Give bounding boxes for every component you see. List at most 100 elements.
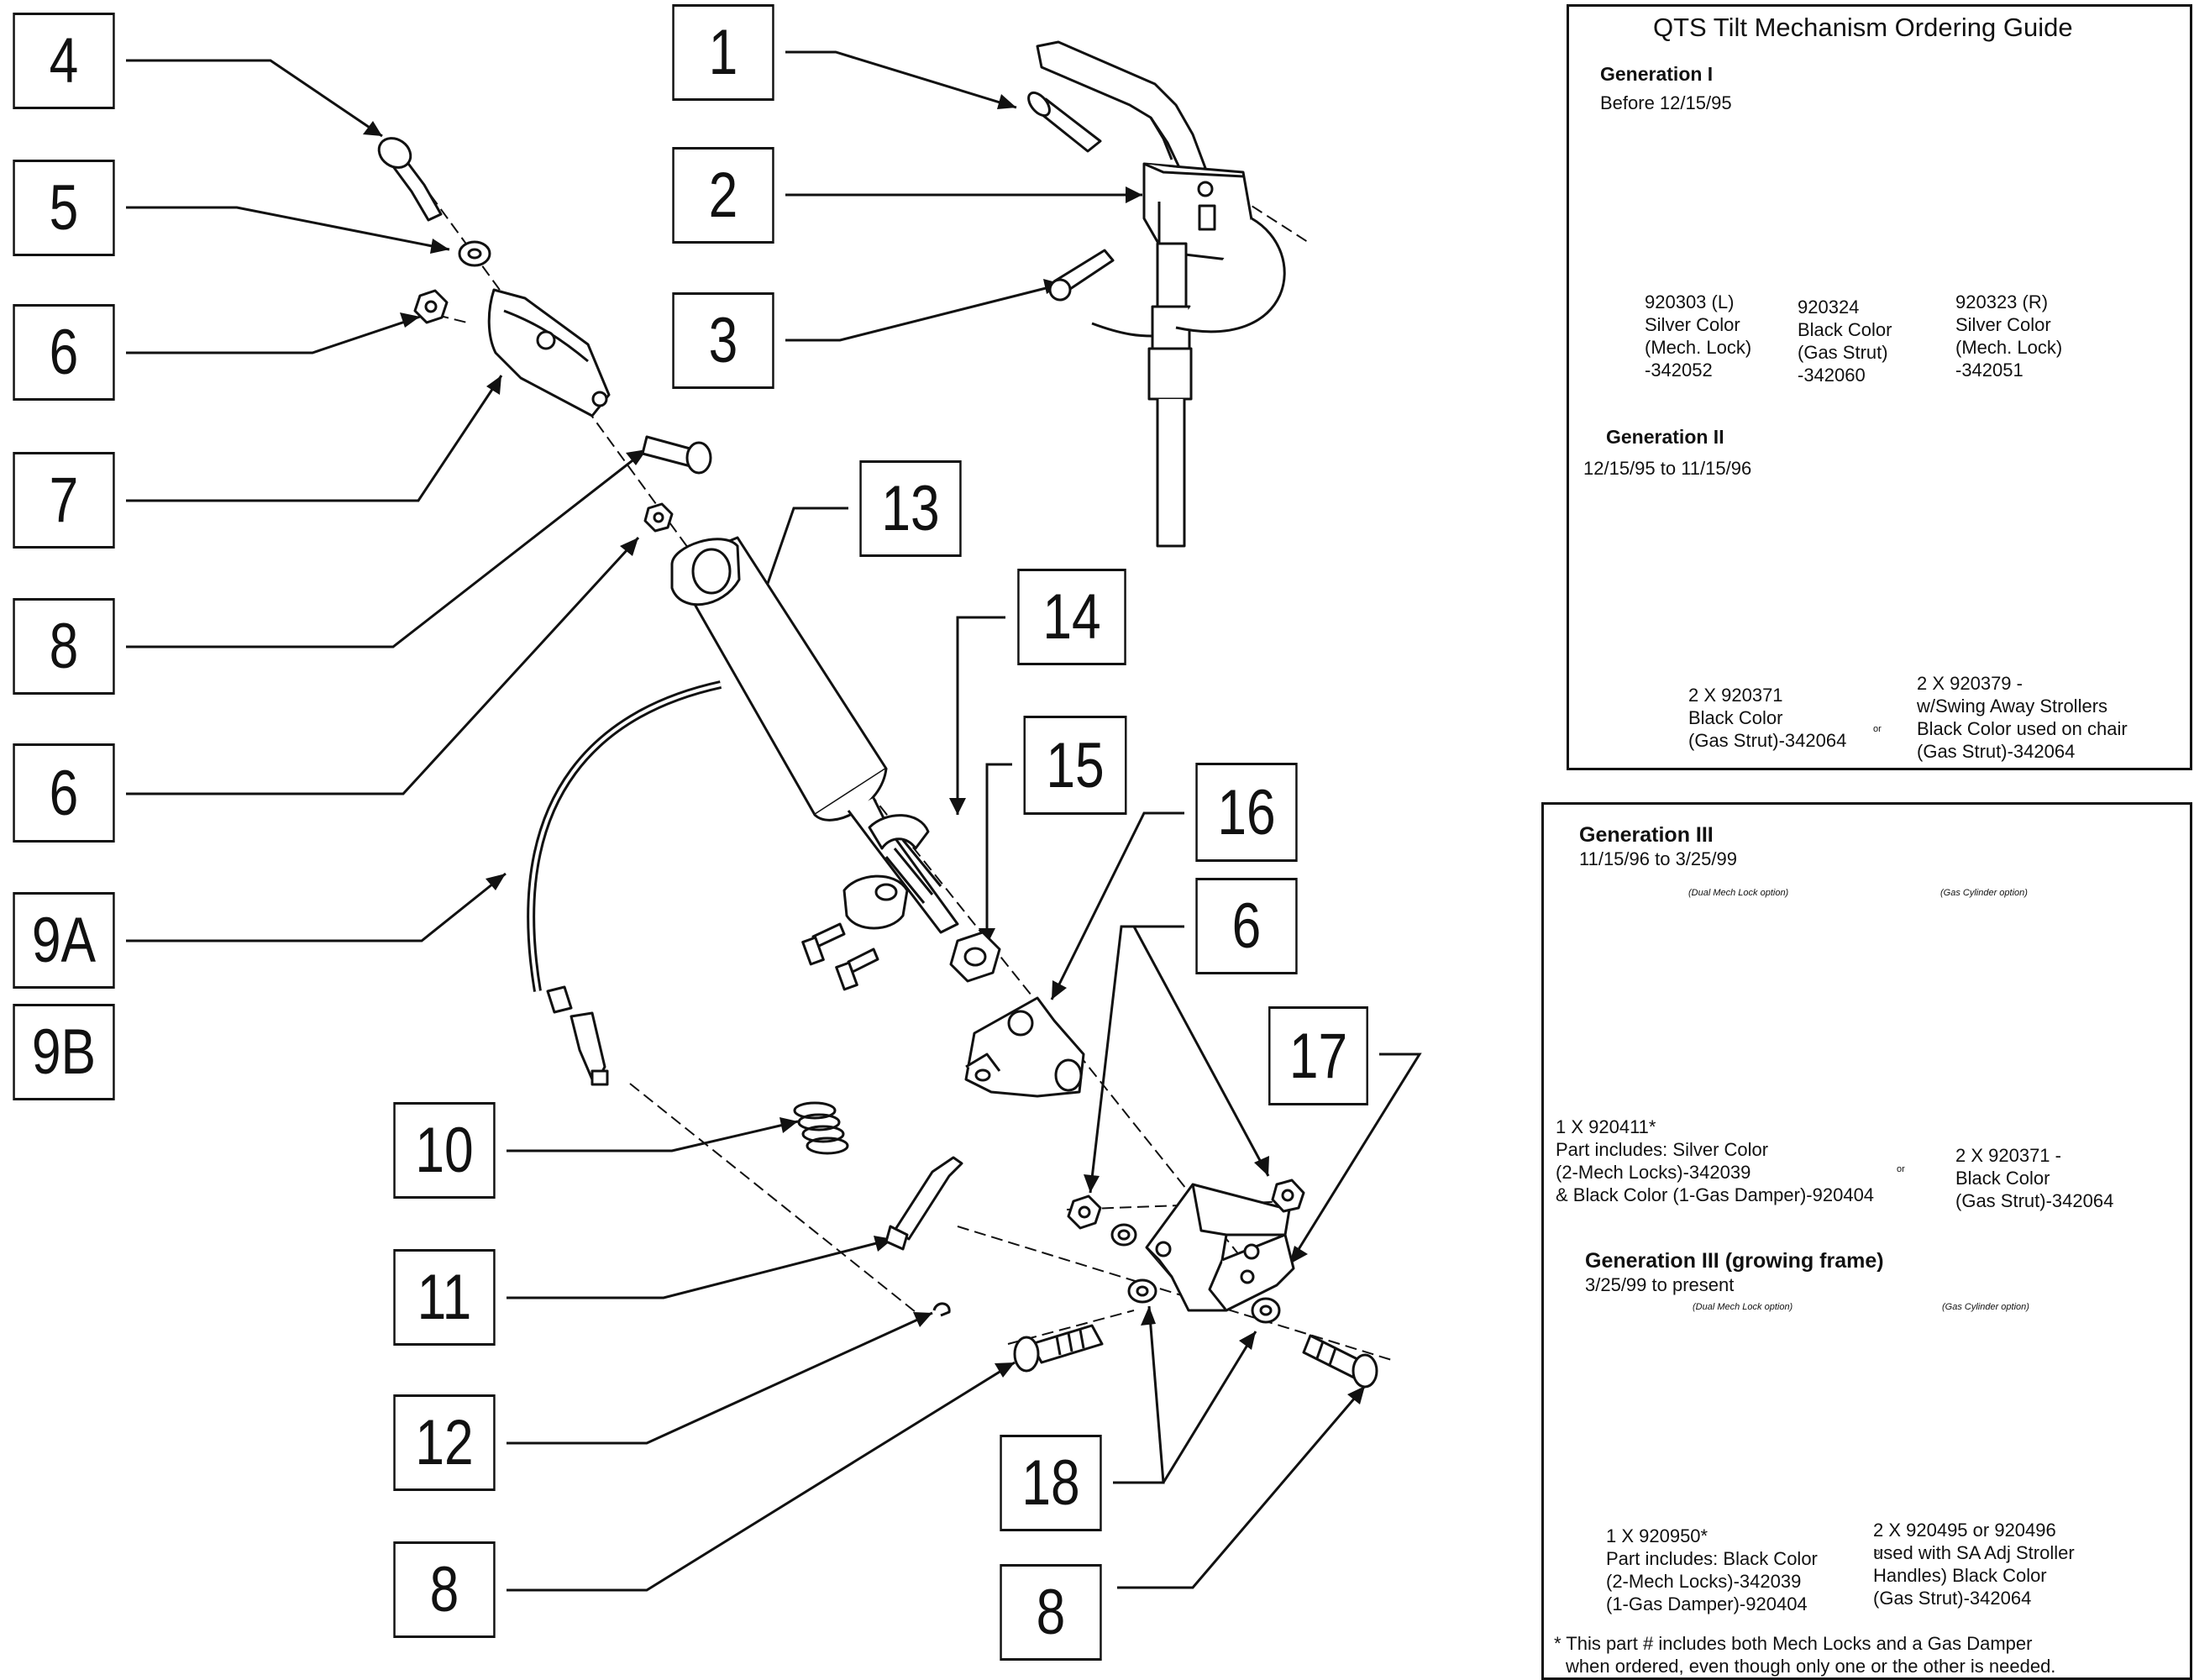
gen2-or: or	[1873, 724, 1882, 734]
footnote-line: when ordered, even though only one or th…	[1566, 1656, 2056, 1677]
gen3g-right-line: 2 X 920495 or 920496	[1873, 1520, 2056, 1541]
gen3-left-line: 1 X 920411*	[1556, 1116, 1656, 1137]
callout-3: 3	[672, 292, 774, 389]
leader-15	[985, 763, 1012, 945]
gen3-or: or	[1897, 1164, 1905, 1174]
callout-12: 12	[393, 1394, 496, 1491]
gen2-right-line: Black Color used on chair	[1917, 718, 2128, 739]
gen1-center-line: Black Color	[1798, 319, 1892, 340]
gen3g-right-part: 2 X 920495 or 920496 used with SA Adj St…	[1873, 1519, 2075, 1609]
callout-7: 7	[13, 452, 115, 549]
gen3-right-part: 2 X 920371 - Black Color (Gas Strut)-342…	[1955, 1144, 2113, 1212]
leader-8c	[1117, 1385, 1367, 1589]
gen1-right-line: Silver Color	[1955, 314, 2051, 335]
gen1-right-line: (Mech. Lock)	[1955, 337, 2063, 358]
callout-8: 8	[13, 598, 115, 695]
callout-8: 8	[1000, 1564, 1102, 1661]
washer-18b	[1127, 1278, 1157, 1304]
gen3g-right-line: used with SA Adj Stroller	[1873, 1542, 2075, 1563]
gen1-center-line: (Gas Strut)	[1798, 342, 1888, 363]
clip-12	[932, 1302, 951, 1317]
gen3g-option-right: (Gas Cylinder option)	[1942, 1302, 2029, 1312]
bracket-7	[487, 288, 611, 417]
screw-4	[377, 137, 443, 222]
gen3g-heading: Generation III (growing frame)	[1585, 1249, 1884, 1273]
gen1-left-part: 920303 (L) Silver Color (Mech. Lock) -34…	[1645, 291, 1751, 381]
gen2-left-part: 2 X 920371 Black Color (Gas Strut)-34206…	[1688, 684, 1846, 752]
nut-15	[949, 931, 1001, 983]
washer-5	[458, 240, 491, 267]
guide-title: QTS Tilt Mechanism Ordering Guide	[1653, 13, 2073, 42]
gen1-right-line: 920323 (R)	[1955, 291, 2049, 312]
ordering-guide-box-bottom	[1541, 802, 2192, 1680]
gen3-option-right: (Gas Cylinder option)	[1940, 888, 2028, 898]
gen3-right-line: 2 X 920371 -	[1955, 1145, 2061, 1166]
clamp-14	[801, 814, 930, 991]
callout-15: 15	[1023, 716, 1127, 815]
cable-end-9b	[546, 985, 609, 1086]
gen1-right-part: 920323 (R) Silver Color (Mech. Lock) -34…	[1955, 291, 2062, 381]
gen1-left-line: 920303 (L)	[1645, 291, 1735, 312]
leader-4	[126, 59, 383, 138]
gen3-heading: Generation III	[1579, 823, 1714, 847]
nut-6a	[413, 289, 449, 324]
gen1-left-line: Silver Color	[1645, 314, 1740, 335]
leader-5	[126, 206, 450, 251]
callout-5: 5	[13, 160, 115, 256]
gen3g-date: 3/25/99 to present	[1585, 1274, 1735, 1295]
leader-17	[1288, 1053, 1422, 1265]
callout-18: 18	[1000, 1435, 1102, 1531]
callout-13: 13	[859, 460, 962, 557]
leader-6c-right	[1132, 926, 1270, 1177]
washer-18a	[1110, 1223, 1137, 1247]
leader-16	[1050, 811, 1184, 1000]
parts	[377, 40, 1378, 1389]
gen2-right-part: 2 X 920379 - w/Swing Away Strollers Blac…	[1917, 672, 2128, 763]
gen3-left-line: & Black Color (1-Gas Damper)-920404	[1556, 1184, 1875, 1205]
bolt-8a	[641, 435, 712, 475]
lever-11	[884, 1156, 963, 1251]
leader-18-right	[1162, 1331, 1257, 1483]
leader-6b	[126, 536, 640, 795]
callout-6: 6	[1195, 878, 1298, 974]
gen3-date: 11/15/96 to 3/25/99	[1579, 848, 1737, 869]
gen1-left-line: -342052	[1645, 360, 1713, 381]
bolt-8c	[1302, 1334, 1378, 1389]
callout-10: 10	[393, 1102, 496, 1199]
gen1-center-part: 920324 Black Color (Gas Strut) -342060	[1798, 296, 1892, 386]
ordering-guide-box-top	[1567, 4, 2192, 770]
gen2-right-line: w/Swing Away Strollers	[1917, 696, 2108, 717]
callout-4: 4	[13, 13, 115, 109]
callout-6: 6	[13, 304, 115, 401]
gen2-right-line: 2 X 920379 -	[1917, 673, 2023, 694]
clevis-16	[964, 996, 1085, 1098]
gen1-center-line: -342060	[1798, 365, 1866, 386]
leader-6c-left	[1089, 925, 1184, 1194]
callout-17: 17	[1268, 1006, 1368, 1105]
gen1-center-line: 920324	[1798, 297, 1860, 318]
gen1-left-line: (Mech. Lock)	[1645, 337, 1752, 358]
gen3-right-line: (Gas Strut)-342064	[1955, 1190, 2114, 1211]
gen2-left-line: Black Color	[1688, 707, 1783, 728]
footnote-line: * This part # includes both Mech Locks a…	[1554, 1633, 2033, 1654]
gen1-date: Before 12/15/95	[1600, 92, 1732, 113]
gen3-left-part: 1 X 920411* Part includes: Silver Color …	[1556, 1116, 1874, 1206]
leader-9a	[126, 872, 507, 942]
nut-6c-left	[1067, 1194, 1102, 1230]
leader-1	[785, 50, 1017, 109]
leader-11	[507, 1237, 894, 1299]
callout-2: 2	[672, 147, 774, 244]
callout-8: 8	[393, 1541, 496, 1638]
guide-footnote: * This part # includes both Mech Locks a…	[1554, 1632, 2055, 1677]
gen2-date: 12/15/95 to 11/15/96	[1583, 458, 1752, 479]
bracket-17	[1145, 1183, 1295, 1312]
callout-11: 11	[393, 1249, 496, 1346]
cable-9a	[527, 680, 722, 992]
leader-3	[785, 282, 1063, 342]
gen3g-left-part: 1 X 920950* Part includes: Black Color (…	[1606, 1525, 1818, 1615]
gen3-option-left: (Dual Mech Lock option)	[1688, 888, 1789, 898]
gen3g-left-line: (2-Mech Locks)-342039	[1606, 1571, 1802, 1592]
gen3g-option-left: (Dual Mech Lock option)	[1693, 1302, 1793, 1312]
gas-strut-13	[670, 536, 959, 934]
